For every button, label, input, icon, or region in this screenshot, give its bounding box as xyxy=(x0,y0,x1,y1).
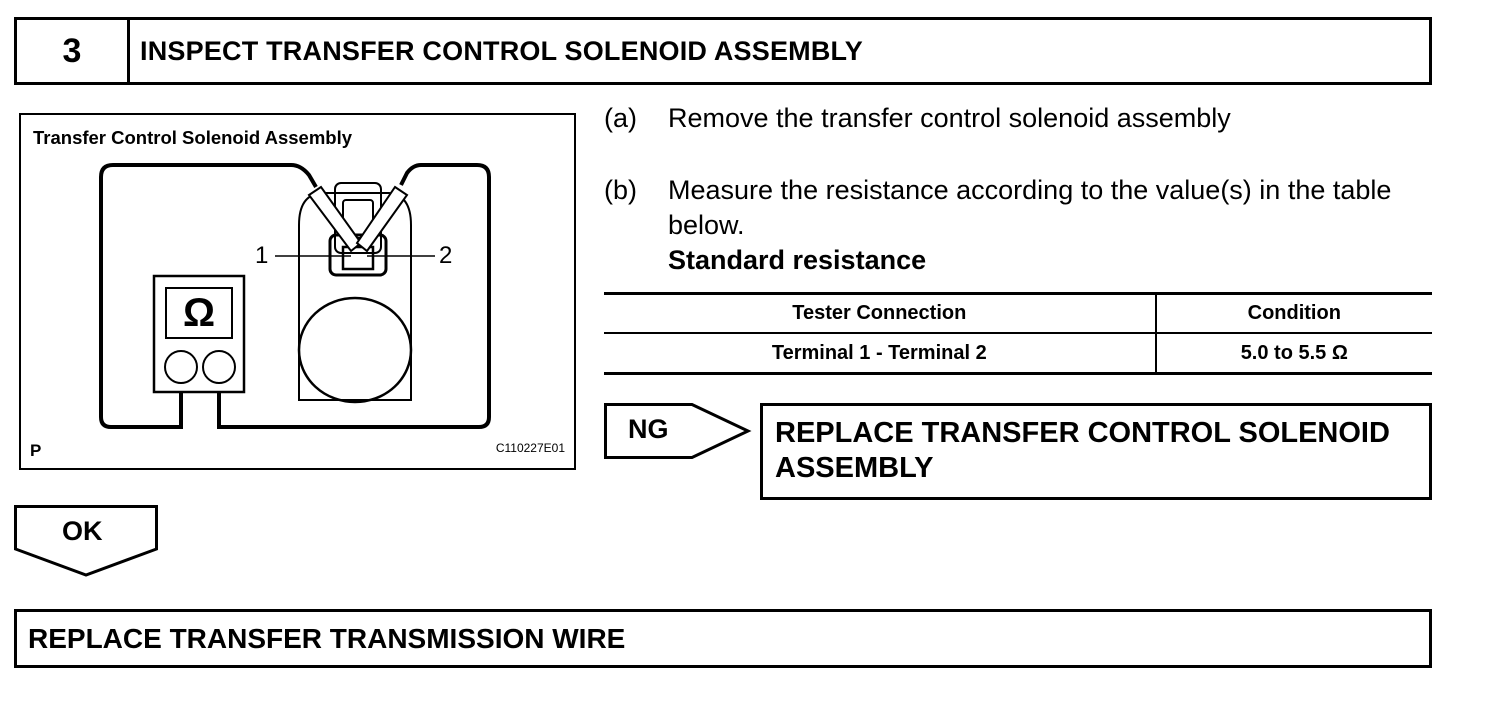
table-cell: 5.0 to 5.5 Ω xyxy=(1154,332,1432,375)
ohmmeter-diagram xyxy=(99,163,491,429)
ohm-symbol: Ω xyxy=(182,291,216,335)
ng-action-box: REPLACE TRANSFER CONTROL SOLENOID ASSEMB… xyxy=(760,403,1432,500)
ok-label: OK xyxy=(62,516,103,546)
table-header-row: Tester Connection Condition xyxy=(604,292,1432,334)
standard-resistance-heading: Standard resistance xyxy=(668,245,927,275)
instruction-label: (a) xyxy=(604,103,637,133)
instruction-label: (b) xyxy=(604,175,637,205)
ng-arrow-icon xyxy=(604,403,752,459)
terminal-1-label: 1 xyxy=(255,242,269,269)
table-cell: Terminal 1 - Terminal 2 xyxy=(604,332,1157,375)
table-row: Terminal 1 - Terminal 2 5.0 to 5.5 Ω xyxy=(604,332,1432,375)
step-title: INSPECT TRANSFER CONTROL SOLENOID ASSEMB… xyxy=(140,35,863,66)
step-header: 3 INSPECT TRANSFER CONTROL SOLENOID ASSE… xyxy=(14,17,1432,85)
figure-corner-mark: P xyxy=(30,441,42,460)
terminal-2-label: 2 xyxy=(439,242,453,269)
instruction-text: Remove the transfer control solenoid ass… xyxy=(668,103,1231,133)
solenoid-illustration: Transfer Control Solenoid Assembly 1 2 Ω… xyxy=(19,113,576,470)
illustration-id: C110227E01 xyxy=(495,441,565,455)
column-header: Condition xyxy=(1154,292,1432,334)
step-number: 3 xyxy=(17,20,130,82)
ok-action-box: REPLACE TRANSFER TRANSMISSION WIRE xyxy=(14,609,1432,668)
ng-label: NG xyxy=(628,414,669,444)
figure-caption: Transfer Control Solenoid Assembly xyxy=(33,127,353,148)
ok-arrow-icon xyxy=(14,505,158,577)
column-header: Tester Connection xyxy=(604,292,1157,334)
instruction-text: Measure the resistance according to the … xyxy=(668,175,1392,240)
resistance-table: Tester Connection Condition Terminal 1 -… xyxy=(604,292,1432,375)
